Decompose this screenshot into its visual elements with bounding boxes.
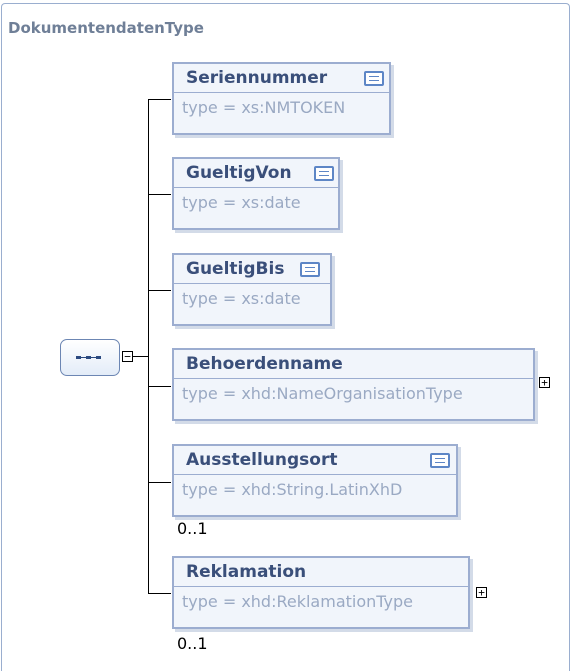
- connector-branch: [148, 386, 171, 387]
- element-behoerdenname[interactable]: Behoerdenname type = xhd:NameOrganisatio…: [172, 348, 535, 421]
- connector-line: [133, 356, 149, 357]
- connector-branch: [148, 593, 171, 594]
- collapse-toggle[interactable]: −: [122, 351, 133, 362]
- element-type: type = xhd:String.LatinXhD: [182, 480, 403, 499]
- documentation-icon: [430, 453, 450, 468]
- element-name: Seriennummer: [186, 68, 328, 88]
- element-separator: [174, 474, 456, 475]
- element-separator: [174, 378, 533, 379]
- expand-toggle[interactable]: +: [539, 377, 550, 388]
- element-type: type = xs:NMTOKEN: [182, 98, 346, 117]
- element-seriennummer[interactable]: Seriennummer type = xs:NMTOKEN: [172, 62, 391, 135]
- sequence-dot: [96, 356, 101, 359]
- element-gueltigbis[interactable]: GueltigBis type = xs:date: [172, 253, 332, 326]
- connector-branch: [148, 194, 171, 195]
- element-gueltigvon[interactable]: GueltigVon type = xs:date: [172, 157, 340, 230]
- element-reklamation[interactable]: Reklamation type = xhd:ReklamationType: [172, 556, 470, 629]
- element-name: GueltigBis: [186, 259, 285, 279]
- type-frame: [1, 3, 570, 671]
- element-name: Reklamation: [186, 562, 307, 582]
- occurrence-label: 0..1: [177, 634, 208, 653]
- element-separator: [174, 586, 468, 587]
- element-type: type = xhd:ReklamationType: [182, 592, 414, 611]
- element-name: Behoerdenname: [186, 354, 343, 374]
- type-title: DokumentendatenType: [8, 19, 204, 37]
- element-separator: [174, 92, 389, 93]
- element-ausstellungsort[interactable]: Ausstellungsort type = xhd:String.LatinX…: [172, 444, 458, 517]
- element-name: GueltigVon: [186, 163, 292, 183]
- sequence-compositor-icon[interactable]: [60, 339, 120, 376]
- expand-toggle[interactable]: +: [476, 587, 487, 598]
- documentation-icon: [364, 71, 384, 86]
- documentation-icon: [300, 262, 320, 277]
- occurrence-label: 0..1: [177, 519, 208, 538]
- element-type: type = xs:date: [182, 193, 301, 212]
- element-type: type = xhd:NameOrganisationType: [182, 384, 463, 403]
- element-separator: [174, 283, 330, 284]
- sequence-dot: [76, 356, 81, 359]
- connector-branch: [148, 482, 171, 483]
- connector-branch: [148, 290, 171, 291]
- element-type: type = xs:date: [182, 289, 301, 308]
- element-separator: [174, 187, 338, 188]
- sequence-dot: [86, 356, 91, 359]
- documentation-icon: [314, 166, 334, 181]
- connector-branch: [148, 99, 171, 100]
- connector-trunk: [148, 99, 149, 594]
- element-name: Ausstellungsort: [186, 450, 338, 470]
